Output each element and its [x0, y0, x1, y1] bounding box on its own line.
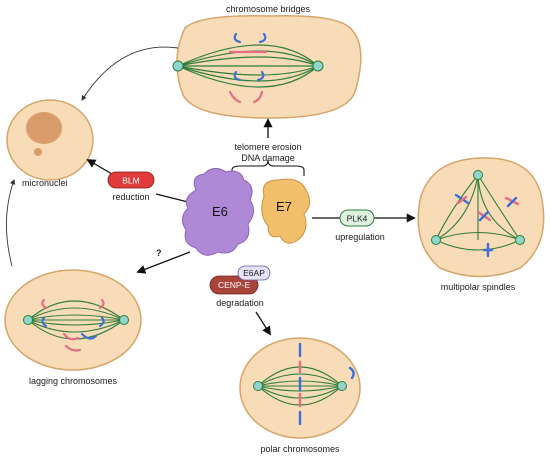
- lagging-chromosomes-cell: lagging chromosomes: [4, 269, 142, 386]
- nucleus: [26, 112, 62, 144]
- micronuclei-label: micronuclei: [22, 178, 68, 188]
- arrow-bridges-to-micronuclei: [81, 46, 179, 101]
- bridge-chromosomes: [228, 32, 268, 104]
- arrow-lagging-to-micronuclei: [6, 178, 16, 267]
- e6-protein: E6: [182, 168, 254, 256]
- multipolar-spindles-label: multipolar spindles: [441, 282, 516, 292]
- arrow-e6-to-lagging: [136, 251, 191, 274]
- pole-right: [337, 381, 347, 391]
- polar-chromosomes-label: polar chromosomes: [260, 444, 340, 454]
- e7-protein: E7: [261, 178, 310, 244]
- blm-protein: BLM reduction: [107, 171, 155, 202]
- pole-left: [253, 381, 263, 391]
- pole-left: [23, 315, 33, 325]
- e6-label: E6: [212, 204, 228, 219]
- e7-label: E7: [276, 199, 292, 214]
- blm-label: BLM: [122, 176, 139, 186]
- chromosome-bridges-label: chromosome bridges: [226, 4, 311, 14]
- dna-damage-label: DNA damage: [241, 153, 295, 163]
- pole-right: [515, 235, 525, 245]
- cenpe-label: CENP-E: [218, 280, 250, 290]
- cenpe-complex: CENP-E E6AP degradation: [209, 265, 271, 308]
- multipolar-spindles-cell: multipolar spindles: [417, 157, 545, 292]
- micronuclei-cell: micronuclei: [6, 99, 94, 188]
- plk4-label: PLK4: [347, 214, 368, 224]
- brace: [231, 159, 305, 178]
- upregulation-label: upregulation: [335, 232, 385, 242]
- line-e6-to-blm: [155, 193, 189, 203]
- pole-top: [473, 170, 483, 180]
- polar-chromosomes-cell: polar chromosomes: [239, 337, 361, 454]
- micronucleus: [34, 148, 42, 156]
- chromosome-bridges-cell: chromosome bridges: [172, 4, 362, 119]
- arrow-blm-to-micronuclei: [86, 159, 113, 175]
- e6ap-label: E6AP: [243, 268, 265, 278]
- arrow-degradation-to-polar: [255, 311, 271, 336]
- reduction-label: reduction: [112, 192, 149, 202]
- plk4-protein: PLK4 upregulation: [335, 209, 385, 242]
- pole-left: [431, 235, 441, 245]
- degradation-label: degradation: [216, 298, 264, 308]
- centrosome-left: [172, 60, 184, 72]
- lagging-chromosomes-label: lagging chromosomes: [29, 376, 118, 386]
- pole-right: [119, 315, 129, 325]
- telomere-erosion-label: telomere erosion: [234, 142, 301, 152]
- question-mark: ?: [156, 248, 162, 258]
- arrows: [6, 46, 416, 336]
- centrosome-right: [312, 60, 324, 72]
- spindle-fibers: [177, 44, 319, 88]
